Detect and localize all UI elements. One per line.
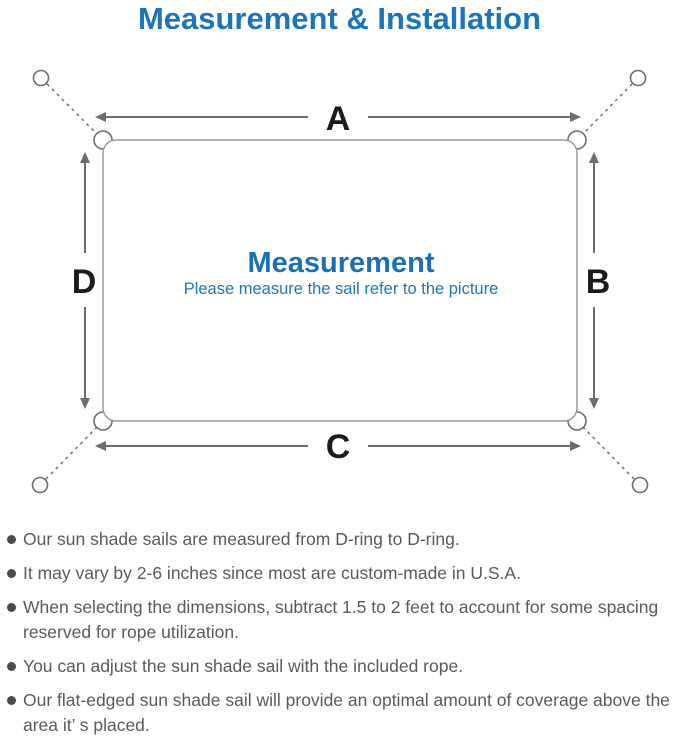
notes-list: Our sun shade sails are measured from D-… [0,527,679,739]
page-title: Measurement & Installation [137,1,542,36]
note-text: When selecting the dimensions, subtract … [23,597,659,642]
measurement-diagram: A B C D Measurement Please measure the s… [31,69,649,494]
note-text: It may vary by 2-6 inches since most are… [23,563,521,583]
sail-rectangle [102,139,578,422]
rope-dashed-line-top-left [46,83,100,137]
note-text: Our flat-edged sun shade sail will provi… [23,690,670,735]
dimension-label-c: C [326,428,351,466]
list-item: Our flat-edged sun shade sail will provi… [7,688,673,738]
rope-dashed-line-top-right [580,83,633,137]
note-text: You can adjust the sun shade sail with t… [23,656,464,676]
bullet-icon [7,535,16,544]
rope-dashed-line-bottom-left [45,424,100,480]
dimension-label-d: D [72,263,97,301]
dimension-label-b: B [586,263,611,301]
dimension-label-a: A [326,100,351,138]
anchor-ring-icon-top-right [629,69,647,87]
list-item: It may vary by 2-6 inches since most are… [7,561,673,586]
list-item: You can adjust the sun shade sail with t… [7,654,673,679]
list-item: Our sun shade sails are measured from D-… [7,527,673,552]
rope-dashed-line-bottom-right [580,424,635,480]
anchor-ring-icon-top-left [32,69,50,87]
diagram-center-title: Measurement [248,247,435,279]
bullet-icon [7,603,16,612]
bullet-icon [7,662,16,671]
anchor-ring-icon-bottom-right [631,476,649,494]
anchor-ring-icon-bottom-left [31,476,49,494]
bullet-icon [7,696,16,705]
note-text: Our sun shade sails are measured from D-… [23,529,460,549]
list-item: When selecting the dimensions, subtract … [7,595,673,645]
bullet-icon [7,569,16,578]
diagram-center-subtitle: Please measure the sail refer to the pic… [184,280,499,298]
